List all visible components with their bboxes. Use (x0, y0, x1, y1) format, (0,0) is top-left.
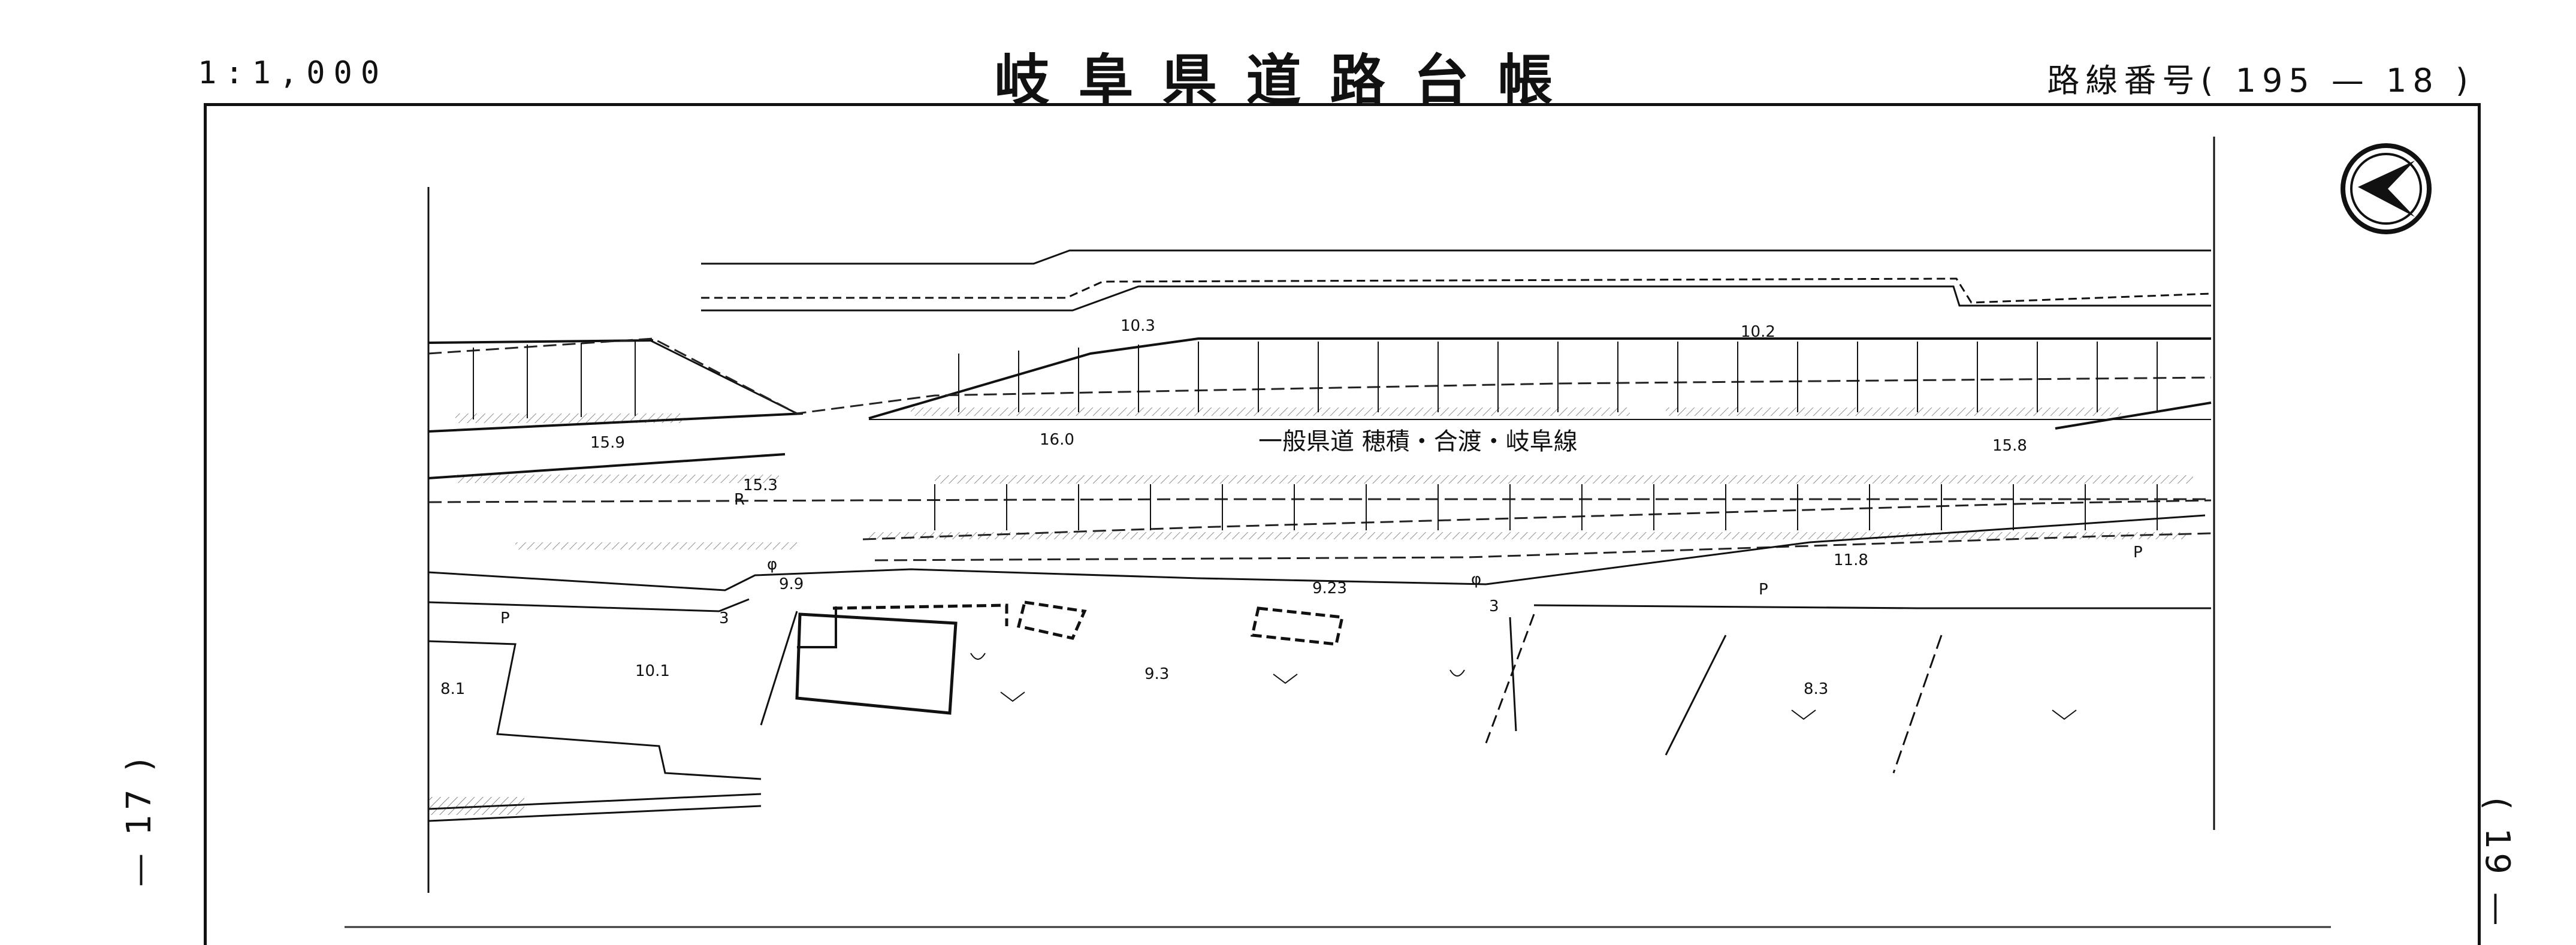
radius-symbol: R (734, 491, 745, 509)
phi-symbol: φ (1471, 570, 1481, 588)
north-arrow-icon (2341, 143, 2432, 234)
embankment-top (701, 249, 2212, 312)
slope-hatching (455, 407, 2193, 550)
map-frame (204, 103, 2481, 945)
building (795, 600, 1345, 715)
parking-symbol: P (500, 609, 510, 627)
elevation-label: 16.0 (1040, 431, 1074, 449)
road-name-label: 一般県道 穂積・合渡・岐阜線 (1258, 428, 1578, 455)
elevation-label: 9.9 (779, 575, 804, 593)
phi-symbol: φ (767, 555, 777, 573)
pole-symbol: 3 (1489, 597, 1499, 615)
scale-label: 1:1,000 (198, 55, 388, 91)
boundary-lines (428, 337, 2212, 561)
elevation-label: 15.3 (743, 476, 778, 494)
main-road (428, 337, 2212, 479)
elevation-label: 8.1 (440, 680, 465, 698)
elevation-label: 10.2 (1741, 323, 1775, 341)
frontage-road (428, 514, 2211, 774)
elevation-label: 10.3 (1121, 317, 1155, 335)
elevation-label: 10.1 (635, 662, 670, 680)
elevation-label: 11.8 (1834, 551, 1868, 569)
parking-symbol: P (1759, 581, 1768, 599)
tree-marks (970, 653, 2077, 720)
parking-symbol: P (2133, 544, 2143, 561)
elevation-label: 15.9 (590, 434, 625, 452)
elevation-label: 9.23 (1312, 579, 1347, 597)
left-structure (428, 640, 762, 822)
elevation-label: 9.3 (1144, 665, 1169, 683)
slope-ticks (473, 342, 2158, 530)
elevation-label: 15.8 (1992, 437, 2027, 455)
pole-symbol: 3 (719, 609, 729, 627)
route-number: 路線番号( 195 — 18 ) (2047, 62, 2474, 99)
elevation-label: 8.3 (1804, 680, 1828, 698)
page-title: 岐阜県道路台帳 (994, 48, 1582, 113)
